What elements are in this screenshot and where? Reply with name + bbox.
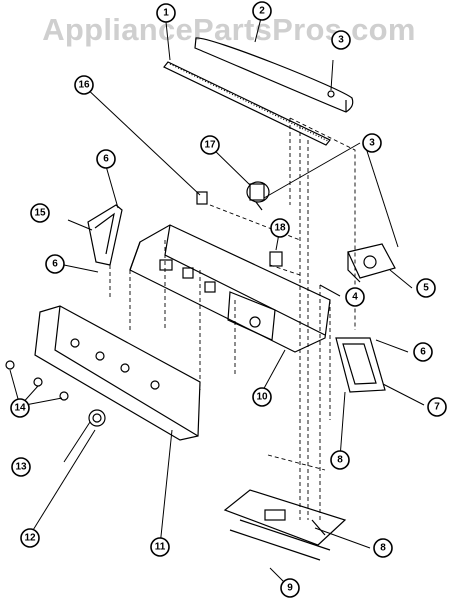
svg-text:4: 4 bbox=[352, 292, 358, 303]
svg-text:12: 12 bbox=[24, 533, 36, 544]
svg-text:14: 14 bbox=[14, 403, 26, 414]
svg-text:6: 6 bbox=[52, 259, 58, 270]
svg-text:16: 16 bbox=[78, 80, 90, 91]
trim-strip bbox=[163, 61, 331, 146]
selector-switch bbox=[246, 181, 270, 211]
callout-13: 13 bbox=[11, 457, 31, 477]
leader-lines bbox=[9, 13, 425, 589]
svg-text:7: 7 bbox=[434, 402, 440, 413]
svg-text:5: 5 bbox=[423, 283, 429, 294]
callout-2: 2 bbox=[252, 1, 272, 21]
callout-16: 16 bbox=[74, 75, 94, 95]
svg-text:17: 17 bbox=[204, 140, 216, 151]
svg-text:18: 18 bbox=[274, 223, 286, 234]
callout-15: 15 bbox=[30, 203, 50, 223]
callout-4: 4 bbox=[345, 287, 365, 307]
callout-5: 5 bbox=[416, 278, 436, 298]
callout-1: 1 bbox=[156, 3, 176, 23]
svg-text:6: 6 bbox=[420, 347, 426, 358]
svg-text:1: 1 bbox=[163, 8, 169, 19]
svg-text:8: 8 bbox=[380, 543, 386, 554]
callout-6-left: 6 bbox=[96, 149, 116, 169]
callout-11: 11 bbox=[150, 537, 170, 557]
callout-3-top: 3 bbox=[331, 30, 351, 50]
svg-text:11: 11 bbox=[155, 542, 166, 553]
svg-text:8: 8 bbox=[337, 455, 343, 466]
callout-8-mid: 8 bbox=[330, 450, 350, 470]
callout-17: 17 bbox=[200, 135, 220, 155]
svg-text:13: 13 bbox=[15, 462, 27, 473]
callout-18: 18 bbox=[270, 218, 290, 238]
push-switch bbox=[269, 251, 283, 267]
front-control-panel bbox=[34, 305, 201, 441]
clip bbox=[196, 191, 208, 205]
callout-7: 7 bbox=[427, 397, 447, 417]
callout-6-right: 6 bbox=[413, 342, 433, 362]
assembly-guides bbox=[109, 204, 331, 520]
svg-text:3: 3 bbox=[369, 138, 375, 149]
svg-text:2: 2 bbox=[259, 6, 265, 17]
callout-12: 12 bbox=[20, 528, 40, 548]
cabinet-top bbox=[223, 454, 347, 561]
svg-text:9: 9 bbox=[287, 583, 293, 594]
knobs bbox=[5, 360, 69, 401]
svg-text:6: 6 bbox=[103, 154, 109, 165]
timer-knob bbox=[88, 409, 106, 427]
callout-10: 10 bbox=[252, 387, 272, 407]
svg-text:10: 10 bbox=[256, 392, 268, 403]
callout-6-lower-left: 6 bbox=[45, 254, 65, 274]
callout-8-bottom: 8 bbox=[373, 538, 393, 558]
callout-3-right: 3 bbox=[362, 133, 382, 153]
left-end-cap bbox=[87, 204, 123, 266]
callout-9: 9 bbox=[280, 578, 300, 598]
timer bbox=[347, 243, 396, 283]
top-cover bbox=[194, 37, 354, 113]
svg-text:15: 15 bbox=[34, 208, 46, 219]
screw bbox=[327, 59, 335, 98]
right-end-cap bbox=[335, 337, 386, 393]
callout-14: 14 bbox=[10, 398, 30, 418]
svg-text:3: 3 bbox=[338, 35, 344, 46]
